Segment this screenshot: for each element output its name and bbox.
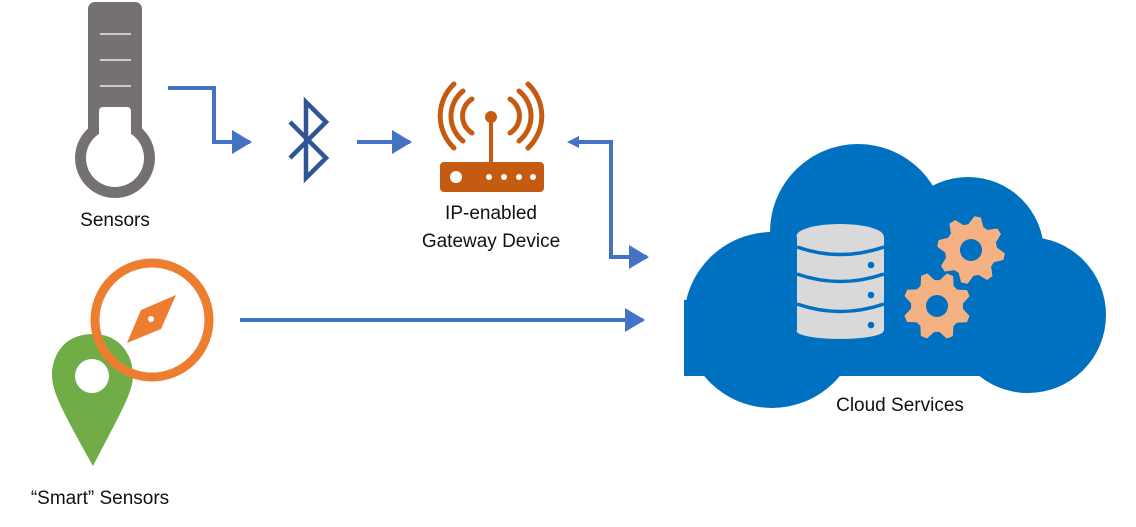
- wifi-router-icon: [437, 81, 545, 192]
- bluetooth-icon: [288, 96, 330, 184]
- cloud-icon: [684, 144, 1106, 408]
- gears-icon: [904, 216, 1005, 339]
- database-icon: [796, 224, 885, 339]
- thermometer-icon: [75, 2, 155, 198]
- smart-sensors-label: “Smart” Sensors: [30, 488, 170, 509]
- sensors-label: Sensors: [80, 210, 150, 231]
- gear-small-icon-hole: [926, 295, 948, 317]
- gear-large-icon-hole: [960, 239, 982, 261]
- gateway-label-line1: IP-enabled: [445, 203, 537, 224]
- location-pin-icon: [52, 334, 133, 466]
- arrow-sensors-to-bluetooth: [168, 86, 252, 154]
- compass-icon: [90, 258, 214, 382]
- arrow-gateway-cloud-two-way: [578, 140, 649, 269]
- cloud-services-label: Cloud Services: [836, 395, 964, 416]
- arrow-head-to-gateway: [567, 136, 579, 148]
- gateway-label-line2: Gateway Device: [421, 231, 561, 252]
